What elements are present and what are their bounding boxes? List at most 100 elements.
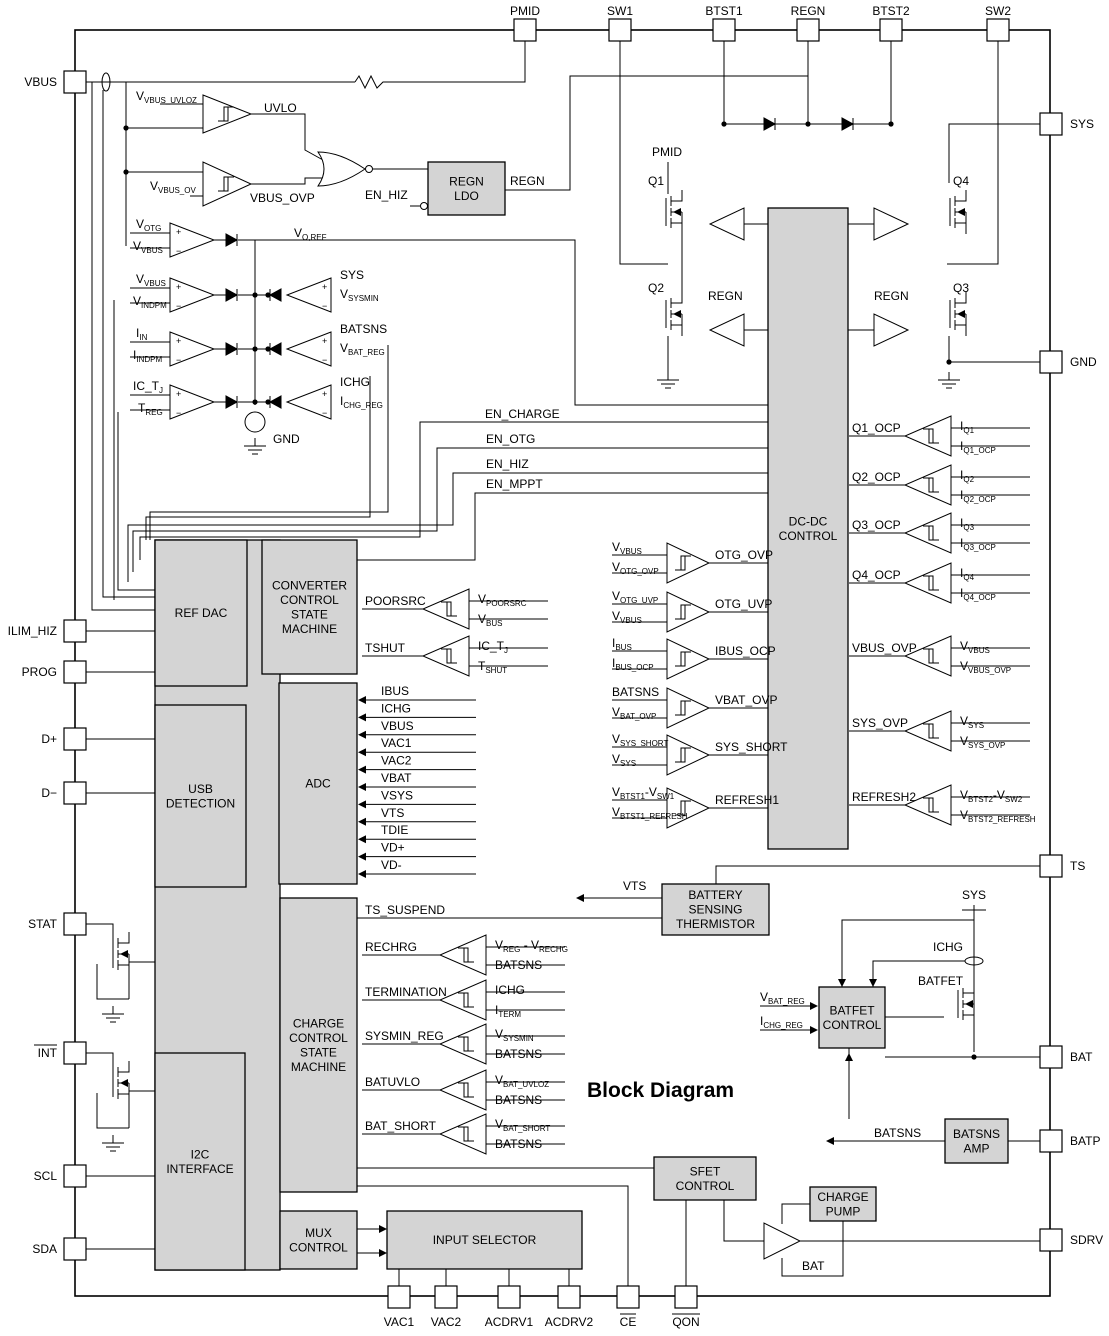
protection-comparator <box>903 512 952 554</box>
ichg-to-batfet <box>872 960 965 987</box>
vo-ref-wire <box>255 239 768 406</box>
en-hiz-wire <box>127 472 768 582</box>
int-fet <box>118 1061 130 1073</box>
vbus-ov-label: VVBUS_OV <box>150 179 196 195</box>
uvlo-out <box>251 113 324 161</box>
pin-label-left: PROG <box>22 665 57 679</box>
pin-label-right: SYS <box>1070 117 1094 131</box>
pin-sw2 <box>986 18 1010 42</box>
batfet-fet <box>963 1014 975 1026</box>
diode-icon <box>225 395 239 409</box>
adc-arrow <box>358 852 366 861</box>
cmp-out-label: POORSRC <box>365 594 426 608</box>
fb-amp-0 <box>285 277 332 313</box>
stat-wire <box>86 923 114 940</box>
plus-sign: + <box>322 336 327 346</box>
pin-label-bottom: QON <box>672 1315 699 1329</box>
batfet-arrow <box>869 979 877 987</box>
regn-ldo-block <box>427 161 506 216</box>
pin-label-btst2: BTST2 <box>872 4 910 18</box>
loop-amp-n-label: TREG <box>138 401 163 417</box>
ichg-reg-wire <box>145 376 371 540</box>
hysteresis-icon <box>460 947 474 963</box>
vbus-to-refdac <box>91 82 155 611</box>
protection-comparator <box>666 687 711 729</box>
en-charge-wire <box>139 421 768 560</box>
charge-state-machine-block-label: CONTROL <box>289 1031 348 1045</box>
plus-sign: + <box>176 389 181 399</box>
sfet-control-block-label: CONTROL <box>676 1179 735 1193</box>
batsns-amp-block-label: AMP <box>963 1141 989 1155</box>
battery-sensing-block-label: THERMISTOR <box>676 917 755 931</box>
q1-label: Q1 <box>648 174 664 188</box>
stat-body <box>96 964 129 1000</box>
pin-label-pmid: PMID <box>510 4 540 18</box>
bat-label: BAT <box>802 1259 825 1273</box>
protection-comparator <box>438 1069 487 1111</box>
i2c-interface-block-label: I2C <box>191 1147 210 1161</box>
mux-control-block-label: CONTROL <box>289 1240 348 1254</box>
adc-input-label: VTS <box>381 806 404 820</box>
arrow <box>845 1053 853 1061</box>
ref-dac-block-label: REF DAC <box>175 606 228 620</box>
pin-label-right: BATP <box>1070 1134 1100 1148</box>
ts-suspend-label: TS_SUSPEND <box>365 903 445 917</box>
converter-state-machine-block-label: CONTROL <box>280 593 339 607</box>
loop-amp-p-label: VVBUS <box>136 272 166 288</box>
usb-detection-block-label: DETECTION <box>166 796 235 810</box>
loop-amp-1 <box>169 277 216 313</box>
fb-amp-p-label: ICHG <box>340 375 370 389</box>
cmp-out-label: REFRESH2 <box>852 790 916 804</box>
blocks-layer: REF DACCONVERTERCONTROLSTATEMACHINEUSBDE… <box>154 161 1009 1271</box>
pin-label-regn: REGN <box>791 4 826 18</box>
loop-amp-p-label: VOTG <box>136 217 161 233</box>
adc-arrow <box>358 713 366 722</box>
pin-label-bottom: ACDRV2 <box>545 1315 594 1329</box>
batreg-wire <box>149 345 389 540</box>
adc-arrow <box>358 783 366 791</box>
junction-dot <box>721 121 727 127</box>
protection-comparator <box>421 588 470 630</box>
cmp-in-b: ITERM <box>495 1003 521 1019</box>
cmp-out-label: IBUS_OCP <box>715 644 776 658</box>
en-hiz-bubble <box>420 202 428 210</box>
adc-arrow <box>358 748 366 757</box>
cmp-in-b: VSYS_OVP <box>960 734 1005 750</box>
protection-comparator <box>903 415 952 457</box>
pin-label-left: D− <box>41 786 57 800</box>
diode-icon <box>268 288 282 302</box>
cmp-in-b: VBTST1_REFRESH <box>612 805 688 821</box>
plus-sign: + <box>176 282 181 292</box>
protection-comparator <box>903 464 952 506</box>
comparators-layer: +−+−+−+−+−+−+− <box>112 94 975 1260</box>
pin-3-left <box>63 727 87 751</box>
current-sense-icon <box>101 72 111 92</box>
fb-amp-2 <box>285 384 332 420</box>
dcdc-control-block <box>767 207 849 850</box>
sys-to-batfet <box>841 919 974 987</box>
cmp-out-label: SYS_SHORT <box>715 740 788 754</box>
cmp-in-b: VSYS <box>612 752 636 768</box>
plus-sign: + <box>176 336 181 346</box>
cmp-out-label: VBAT_OVP <box>715 693 777 707</box>
cmp-out-label: VBUS_OVP <box>852 641 917 655</box>
battery-sensing-block-label: BATTERY <box>688 888 742 902</box>
pin-bottom-acdrv1 <box>497 1285 521 1309</box>
pin-label-right: BAT <box>1070 1050 1093 1064</box>
charge-pump-block <box>809 1186 877 1222</box>
adc-input-label: VAC2 <box>381 754 412 768</box>
cmp-in-b: IQ2_OCP <box>960 488 996 504</box>
regn-q2-label: REGN <box>708 289 743 303</box>
nor-gate-icon <box>317 151 366 187</box>
usb-detection-block-label: USB <box>188 782 213 796</box>
mux-arrow <box>379 1225 387 1233</box>
minus-sign: − <box>176 408 181 418</box>
protection-comparator <box>903 710 952 752</box>
hysteresis-icon <box>218 106 232 122</box>
gate-driver-q2 <box>708 313 745 347</box>
cmp-in-b: BATSNS <box>495 958 542 972</box>
batfet-input-arrow <box>810 1002 818 1010</box>
cmp-out-label: RECHRG <box>365 940 417 954</box>
cmp-in-a: ICHG <box>495 983 525 997</box>
plus-sign: + <box>322 282 327 292</box>
